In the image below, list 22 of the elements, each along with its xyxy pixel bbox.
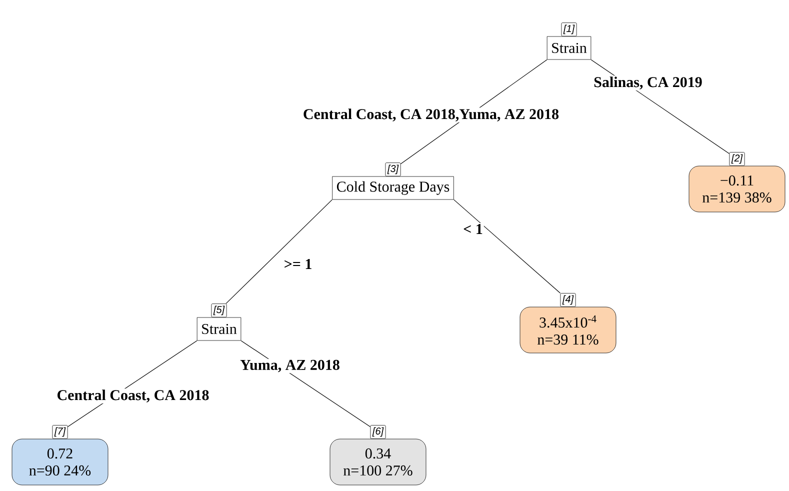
node-number-tag: [5] bbox=[211, 304, 227, 318]
node-number-tag: [7] bbox=[52, 425, 68, 439]
edge-label: Central Coast, CA 2018 bbox=[56, 388, 210, 404]
split-box: Strain bbox=[546, 36, 592, 60]
leaf-box: −0.11 n=139 38% bbox=[688, 166, 786, 212]
edge-label: >= 1 bbox=[282, 258, 314, 270]
node-number-tag: [6] bbox=[370, 425, 386, 439]
node-number-tag: [3] bbox=[385, 162, 401, 176]
split-box: Cold Storage Days bbox=[332, 176, 454, 200]
node-number-tag: [4] bbox=[560, 293, 576, 307]
edge-label: < 1 bbox=[462, 223, 484, 235]
leaf-box: 0.34 n=100 27% bbox=[330, 438, 426, 486]
node-number-tag: [1] bbox=[561, 22, 577, 36]
branch-line bbox=[226, 199, 332, 304]
leaf-box: 3.45x10$^{-4}$ n=39 11% bbox=[520, 306, 616, 354]
edge-label: Central Coast, CA 2018,Yuma, AZ 2018 bbox=[302, 108, 560, 122]
edge-label: Yuma, AZ 2018 bbox=[239, 358, 341, 374]
branch-line bbox=[454, 199, 561, 294]
split-box: Strain bbox=[196, 317, 242, 341]
node-number-tag: [2] bbox=[729, 152, 745, 166]
leaf-box: 0.72 n=90 24% bbox=[12, 438, 108, 486]
edge-label: Salinas, CA 2019 bbox=[592, 76, 704, 90]
